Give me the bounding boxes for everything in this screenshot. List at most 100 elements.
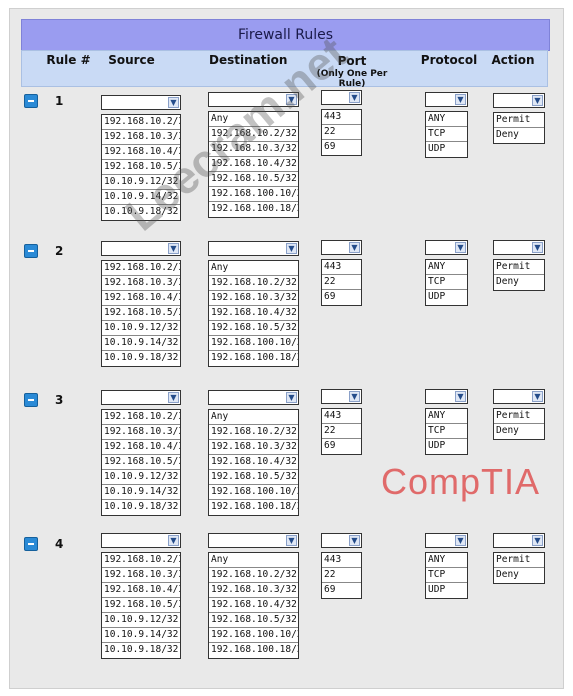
port-dropdown[interactable]: ▼ bbox=[321, 533, 362, 548]
destination-option-item[interactable]: 192.168.10.5/32 bbox=[209, 172, 298, 187]
source-option-item[interactable]: 192.168.10.4/32 bbox=[102, 145, 180, 160]
action-option-item[interactable]: Deny bbox=[496, 425, 519, 436]
chevron-down-icon[interactable]: ▼ bbox=[349, 92, 360, 103]
port-option-item[interactable]: 69 bbox=[324, 584, 336, 595]
chevron-down-icon[interactable]: ▼ bbox=[168, 97, 179, 108]
action-option-item[interactable]: Permit bbox=[494, 409, 544, 424]
destination-option-item[interactable]: 192.168.10.3/32 bbox=[209, 440, 298, 455]
destination-option-item[interactable]: Any bbox=[209, 410, 298, 425]
port-option-item[interactable]: 22 bbox=[322, 275, 361, 290]
destination-option-item[interactable]: 192.168.100.10/32 bbox=[209, 187, 298, 202]
action-dropdown[interactable]: ▼ bbox=[493, 240, 545, 255]
chevron-down-icon[interactable]: ▼ bbox=[349, 391, 360, 402]
chevron-down-icon[interactable]: ▼ bbox=[532, 535, 543, 546]
protocol-option-item[interactable]: UDP bbox=[428, 440, 446, 451]
source-option-item[interactable]: 192.168.10.3/32 bbox=[102, 425, 180, 440]
port-option-item[interactable]: 22 bbox=[322, 125, 361, 140]
protocol-option-item[interactable]: ANY bbox=[426, 112, 467, 127]
destination-option-item[interactable]: 192.168.100.10/32 bbox=[209, 628, 298, 643]
protocol-dropdown[interactable]: ▼ bbox=[425, 240, 468, 255]
destination-dropdown[interactable]: ▼ bbox=[208, 92, 299, 107]
action-option-item[interactable]: Permit bbox=[494, 553, 544, 568]
source-option-item[interactable]: 10.10.9.18/32 bbox=[104, 206, 179, 217]
destination-option-item[interactable]: 192.168.100.18/32 bbox=[211, 501, 298, 512]
source-option-item[interactable]: 10.10.9.12/32 bbox=[102, 470, 180, 485]
source-option-item[interactable]: 192.168.10.3/32 bbox=[102, 130, 180, 145]
collapse-rule-1-button[interactable] bbox=[24, 94, 38, 108]
port-option-item[interactable]: 69 bbox=[324, 141, 336, 152]
chevron-down-icon[interactable]: ▼ bbox=[455, 94, 466, 105]
destination-option-item[interactable]: 192.168.10.3/32 bbox=[209, 291, 298, 306]
chevron-down-icon[interactable]: ▼ bbox=[286, 94, 297, 105]
chevron-down-icon[interactable]: ▼ bbox=[349, 535, 360, 546]
destination-option-item[interactable]: 192.168.10.2/32 bbox=[209, 425, 298, 440]
destination-option-item[interactable]: 192.168.100.18/32 bbox=[211, 203, 298, 214]
protocol-option-item[interactable]: UDP bbox=[428, 143, 446, 154]
chevron-down-icon[interactable]: ▼ bbox=[168, 243, 179, 254]
source-option-item[interactable]: 192.168.10.2/32 bbox=[102, 261, 180, 276]
port-option-item[interactable]: 69 bbox=[324, 440, 336, 451]
action-option-item[interactable]: Deny bbox=[496, 569, 519, 580]
chevron-down-icon[interactable]: ▼ bbox=[168, 392, 179, 403]
destination-option-item[interactable]: 192.168.10.3/32 bbox=[209, 142, 298, 157]
destination-option-item[interactable]: 192.168.100.10/32 bbox=[209, 336, 298, 351]
port-option-item[interactable]: 443 bbox=[322, 260, 361, 275]
port-option-item[interactable]: 443 bbox=[322, 409, 361, 424]
protocol-dropdown[interactable]: ▼ bbox=[425, 533, 468, 548]
source-option-item[interactable]: 10.10.9.12/32 bbox=[102, 613, 180, 628]
destination-option-item[interactable]: 192.168.10.4/32 bbox=[209, 598, 298, 613]
source-option-item[interactable]: 192.168.10.2/32 bbox=[102, 553, 180, 568]
chevron-down-icon[interactable]: ▼ bbox=[455, 391, 466, 402]
chevron-down-icon[interactable]: ▼ bbox=[532, 242, 543, 253]
protocol-option-item[interactable]: TCP bbox=[426, 424, 467, 439]
source-dropdown[interactable]: ▼ bbox=[101, 533, 181, 548]
protocol-option-item[interactable]: UDP bbox=[428, 584, 446, 595]
destination-option-item[interactable]: 192.168.100.18/32 bbox=[211, 644, 298, 655]
protocol-dropdown[interactable]: ▼ bbox=[425, 92, 468, 107]
port-option-item[interactable]: 443 bbox=[322, 110, 361, 125]
protocol-option-item[interactable]: TCP bbox=[426, 127, 467, 142]
chevron-down-icon[interactable]: ▼ bbox=[349, 242, 360, 253]
destination-dropdown[interactable]: ▼ bbox=[208, 533, 299, 548]
collapse-rule-3-button[interactable] bbox=[24, 393, 38, 407]
source-option-item[interactable]: 10.10.9.14/32 bbox=[102, 628, 180, 643]
destination-option-item[interactable]: 192.168.10.5/32 bbox=[209, 321, 298, 336]
source-dropdown[interactable]: ▼ bbox=[101, 95, 181, 110]
source-option-item[interactable]: 192.168.10.4/32 bbox=[102, 583, 180, 598]
action-dropdown[interactable]: ▼ bbox=[493, 533, 545, 548]
protocol-option-item[interactable]: ANY bbox=[426, 260, 467, 275]
destination-option-item[interactable]: 192.168.10.2/32 bbox=[209, 568, 298, 583]
destination-option-item[interactable]: 192.168.10.3/32 bbox=[209, 583, 298, 598]
chevron-down-icon[interactable]: ▼ bbox=[286, 243, 297, 254]
source-option-item[interactable]: 10.10.9.12/32 bbox=[102, 321, 180, 336]
destination-dropdown[interactable]: ▼ bbox=[208, 241, 299, 256]
port-option-item[interactable]: 22 bbox=[322, 568, 361, 583]
destination-option-item[interactable]: Any bbox=[209, 261, 298, 276]
source-option-item[interactable]: 10.10.9.18/32 bbox=[104, 352, 179, 363]
chevron-down-icon[interactable]: ▼ bbox=[532, 391, 543, 402]
destination-option-item[interactable]: 192.168.100.10/32 bbox=[209, 485, 298, 500]
destination-option-item[interactable]: 192.168.10.4/32 bbox=[209, 306, 298, 321]
chevron-down-icon[interactable]: ▼ bbox=[532, 95, 543, 106]
source-dropdown[interactable]: ▼ bbox=[101, 241, 181, 256]
action-option-item[interactable]: Deny bbox=[496, 129, 519, 140]
destination-option-item[interactable]: 192.168.10.2/32 bbox=[209, 127, 298, 142]
action-dropdown[interactable]: ▼ bbox=[493, 389, 545, 404]
chevron-down-icon[interactable]: ▼ bbox=[455, 535, 466, 546]
destination-option-item[interactable]: 192.168.10.4/32 bbox=[209, 157, 298, 172]
source-option-item[interactable]: 10.10.9.14/32 bbox=[102, 336, 180, 351]
source-option-item[interactable]: 192.168.10.4/32 bbox=[102, 440, 180, 455]
port-dropdown[interactable]: ▼ bbox=[321, 90, 362, 105]
protocol-option-item[interactable]: ANY bbox=[426, 553, 467, 568]
collapse-rule-4-button[interactable] bbox=[24, 537, 38, 551]
destination-dropdown[interactable]: ▼ bbox=[208, 390, 299, 405]
action-dropdown[interactable]: ▼ bbox=[493, 93, 545, 108]
chevron-down-icon[interactable]: ▼ bbox=[455, 242, 466, 253]
protocol-option-item[interactable]: TCP bbox=[426, 568, 467, 583]
protocol-option-item[interactable]: UDP bbox=[428, 291, 446, 302]
port-dropdown[interactable]: ▼ bbox=[321, 389, 362, 404]
action-option-item[interactable]: Deny bbox=[496, 276, 519, 287]
source-option-item[interactable]: 192.168.10.2/32 bbox=[102, 410, 180, 425]
source-option-item[interactable]: 192.168.10.2/32 bbox=[102, 115, 180, 130]
destination-option-item[interactable]: Any bbox=[209, 553, 298, 568]
